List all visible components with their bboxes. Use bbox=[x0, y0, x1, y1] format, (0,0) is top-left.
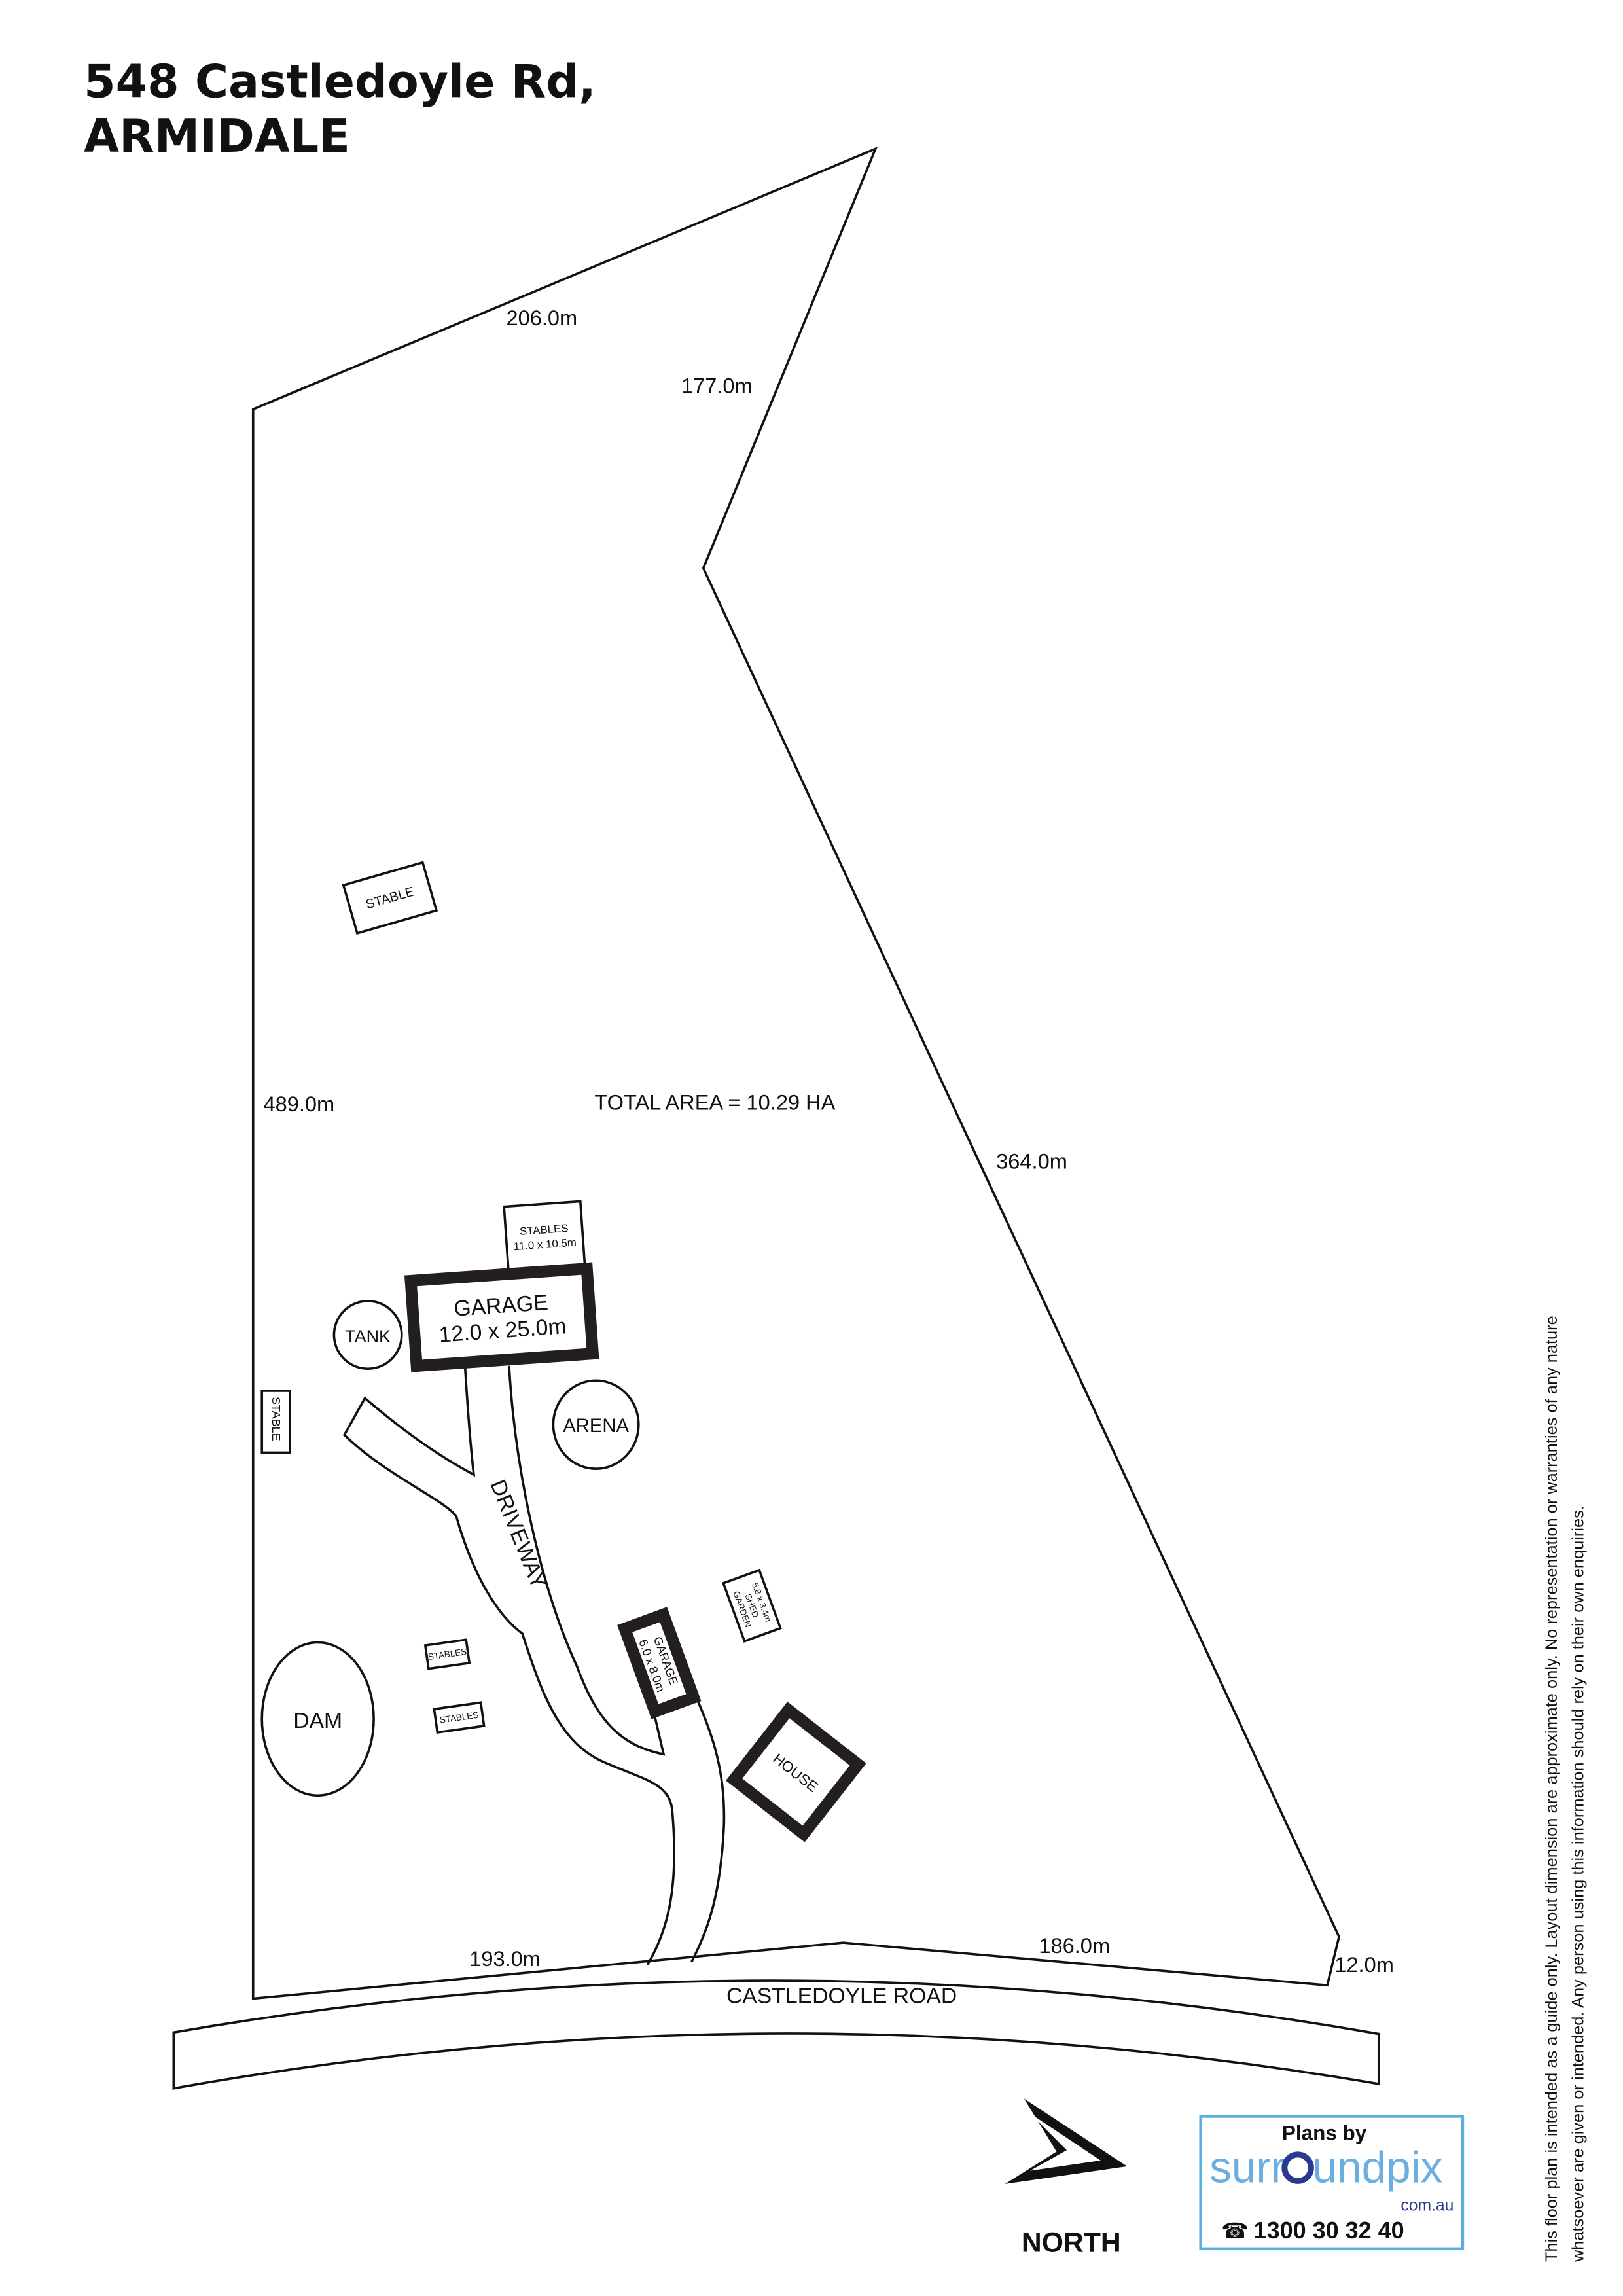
dim-bottom-left: 193.0m bbox=[469, 1946, 541, 1971]
road-label: CASTLEDOYLE ROAD bbox=[726, 1983, 957, 2008]
dim-left: 489.0m bbox=[263, 1092, 334, 1116]
stables-small-2: STABLES bbox=[433, 1701, 486, 1734]
dam: DAM bbox=[260, 1641, 375, 1797]
stable-top: STABLE bbox=[342, 861, 438, 935]
phone-icon: ☎ bbox=[1221, 2219, 1249, 2244]
branding-box: Plans by surr undpix com.au ☎ 1300 30 32… bbox=[1199, 2115, 1465, 2251]
garden-shed: GARDEN SHED 5.8 x 3.4m bbox=[722, 1568, 782, 1643]
title-suburb: ARMIDALE bbox=[84, 110, 350, 163]
dim-right: 364.0m bbox=[996, 1149, 1067, 1173]
castledoyle-road: CASTLEDOYLE ROAD bbox=[172, 1979, 1380, 2090]
svg-text:This floor plan is intended as: This floor plan is intended as a guide o… bbox=[1543, 1316, 1561, 2262]
svg-text:DAM: DAM bbox=[293, 1708, 342, 1733]
svg-text:com.au: com.au bbox=[1400, 2197, 1454, 2214]
title-address: 548 Castledoyle Rd, bbox=[84, 56, 596, 109]
total-area: TOTAL AREA = 10.29 HA bbox=[594, 1090, 835, 1115]
stable-left: STABLE bbox=[260, 1390, 291, 1454]
house-logo-icon bbox=[1281, 2151, 1314, 2184]
property-boundary bbox=[251, 146, 1340, 2000]
garage-small: GARAGE 6.0 x 8.0m bbox=[617, 1607, 702, 1719]
svg-text:ARENA: ARENA bbox=[563, 1416, 629, 1437]
north-label: NORTH bbox=[1022, 2227, 1121, 2258]
svg-text:TANK: TANK bbox=[345, 1327, 391, 1346]
dim-bottom-right: 186.0m bbox=[1039, 1933, 1110, 1958]
garage-large: GARAGE 12.0 x 25.0m bbox=[404, 1262, 599, 1372]
svg-text:undpix: undpix bbox=[1313, 2144, 1443, 2193]
svg-text:whatsoever are given or intend: whatsoever are given or intended. Any pe… bbox=[1569, 1505, 1587, 2263]
house: HOUSE bbox=[726, 1702, 866, 1842]
tank: TANK bbox=[332, 1300, 403, 1371]
svg-text:STABLE: STABLE bbox=[270, 1397, 283, 1441]
phone-number: 1300 30 32 40 bbox=[1254, 2217, 1404, 2244]
driveway-label: DRIVEWAY bbox=[485, 1476, 551, 1592]
north-arrow-icon bbox=[1005, 2098, 1128, 2184]
arena: ARENA bbox=[552, 1379, 640, 1470]
svg-text:surr: surr bbox=[1209, 2144, 1285, 2193]
stables-large: STABLES 11.0 x 10.5m bbox=[503, 1200, 586, 1273]
dim-corner: 12.0m bbox=[1334, 1952, 1394, 1977]
dim-top-right: 177.0m bbox=[681, 374, 753, 398]
disclaimer: This floor plan is intended as a guide o… bbox=[1543, 1316, 1587, 2263]
plans-by: Plans by bbox=[1282, 2121, 1367, 2144]
dim-top: 206.0m bbox=[506, 306, 577, 330]
stables-small-1: STABLES bbox=[423, 1638, 471, 1670]
surroundpix-logo: surr undpix com.au bbox=[1209, 2144, 1454, 2215]
